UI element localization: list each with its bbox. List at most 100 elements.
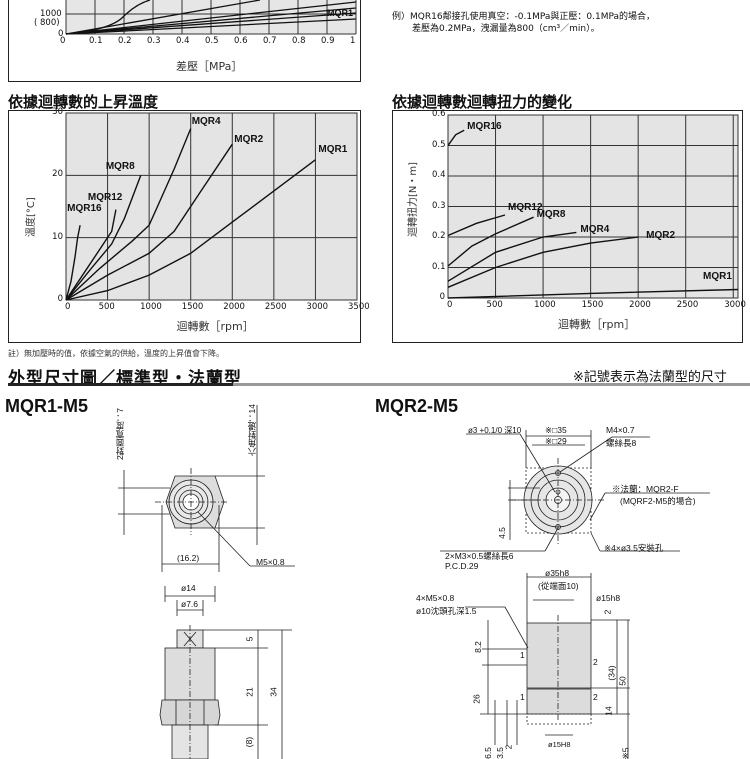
mqr2-dim-14: 14 xyxy=(603,706,614,716)
mqr2-dim-5: ※5 xyxy=(620,747,631,759)
temp-y-tick: 30 xyxy=(52,107,63,117)
leak-x-tick: 0.3 xyxy=(147,36,161,46)
mqr2-d15H8: ø15H8 xyxy=(548,740,571,749)
leak-series-curve xyxy=(65,0,151,35)
temp-y-tick: 0 xyxy=(57,294,63,304)
section-rule xyxy=(8,383,233,386)
mqr2-dim-6-5: 6.5 xyxy=(482,747,493,759)
leak-x-tick: 0.5 xyxy=(205,36,219,46)
leak-x-tick: 0.9 xyxy=(321,36,335,46)
mqr2-sq35: ※□35 xyxy=(545,425,567,435)
leak-x-tick: 0.8 xyxy=(292,36,306,46)
temp-label-mqr12: MQR12 xyxy=(87,191,123,203)
mqr2-dim-2d: 2 xyxy=(593,692,598,702)
torque-series-mqr1 xyxy=(447,288,739,299)
torque-y-tick: 0.1 xyxy=(432,261,446,272)
temp-x-tick: 2000 xyxy=(223,302,245,312)
mqr1-model-title: MQR1-M5 xyxy=(5,396,89,416)
temp-y-tick: 10 xyxy=(52,231,63,242)
torque-label-mqr4: MQR4 xyxy=(580,224,610,236)
leak-series-line xyxy=(65,1,357,35)
mqr2-dim-50: 50 xyxy=(617,676,628,686)
mqr2-dim-1a: 1 xyxy=(520,650,525,660)
leak-chart-frame xyxy=(8,0,361,82)
leak-x-label: 差壓［MPa］ xyxy=(176,60,243,73)
temp-x-tick: 3000 xyxy=(306,302,329,312)
mqr2-m5: 4×M5×0.8 xyxy=(416,593,455,603)
mqr2-hole: ø3 +0.1/0 深10 xyxy=(468,426,522,435)
temp-x-tick: 3500 xyxy=(348,302,370,312)
temp-series-mqr12 xyxy=(65,209,117,301)
torque-label-mqr2: MQR2 xyxy=(646,230,676,241)
torque-y-tick: 0 xyxy=(439,292,445,302)
mqr2-counterbore: ø10沈頭孔深1.5 xyxy=(416,606,477,616)
mqr1-dim-d14: ø14 xyxy=(181,583,196,593)
torque-label-mqr16: MQR16 xyxy=(467,121,502,133)
temp-plot-bg xyxy=(66,113,357,300)
example-note-line2: 差壓為0.2MPa，洩漏量為800（cm³／min）。 xyxy=(412,24,600,34)
torque-y-tick: 0.2 xyxy=(432,231,446,241)
torque-x-tick: 2000 xyxy=(629,300,651,310)
mqr2-dim-2c: 2 xyxy=(593,657,598,667)
temp-x-label: 迴轉數［rpm］ xyxy=(176,320,254,333)
torque-chart-title: 依據迴轉數迴轉扭力的變化 xyxy=(392,93,573,111)
mqr2-pcd: P.C.D.29 xyxy=(445,561,479,571)
section-note: ※記號表示為法蘭型的尺寸 xyxy=(573,370,727,385)
torque-y-tick: 0.6 xyxy=(432,109,446,119)
torque-chart-frame xyxy=(392,110,743,343)
torque-label-mqr1: MQR1 xyxy=(703,271,732,283)
leak-label-mqr1: MQR1 xyxy=(327,8,354,18)
section-rule-gray xyxy=(233,383,750,386)
temp-label-mqr1: MQR1 xyxy=(318,143,348,155)
mqr2-sq29: ※□29 xyxy=(545,436,567,446)
mqr2-dim-26: 26 xyxy=(471,694,482,704)
mqr2-d35h8: ø35h8 xyxy=(545,568,570,578)
mqr2-dim-2-bottom: 2 xyxy=(503,744,514,750)
torque-x-tick: 500 xyxy=(486,300,503,310)
torque-y-tick: 0.4 xyxy=(432,170,446,180)
leak-y-tick-800: ( 800) xyxy=(34,18,60,28)
mqr2-from-end: (從端面10) xyxy=(538,581,579,591)
mqr2-m4-length: 螺絲長8 xyxy=(606,438,637,448)
torque-series-mqr16 xyxy=(447,129,465,146)
mqr1-dim-d7-6: ø7.6 xyxy=(181,599,199,609)
mqr2-dim-1b: 1 xyxy=(520,692,525,702)
torque-x-tick: 3000 xyxy=(724,300,746,310)
temp-x-tick: 2500 xyxy=(264,302,287,312)
torque-series-mqr12 xyxy=(447,214,506,237)
leak-x-tick: 0.7 xyxy=(263,36,277,46)
leak-y-tick-1000: 1000 xyxy=(40,9,62,19)
torque-series-mqr4 xyxy=(447,231,577,282)
temp-x-tick: 1500 xyxy=(181,302,204,312)
temp-note: 註）無加壓時的值，依據空氣的供給，溫度的上昇值會下降。 xyxy=(8,349,224,358)
mqr2-flange: ※法蘭：MQR2-F xyxy=(612,484,679,494)
mqr2-model-title: MQR2-M5 xyxy=(375,396,459,416)
temp-x-tick: 500 xyxy=(98,302,115,312)
temp-label-mqr2: MQR2 xyxy=(234,134,264,146)
leak-chart-plot xyxy=(65,0,357,35)
mqr2-flange-case: (MQRF2-M5的場合) xyxy=(620,496,696,506)
temp-series-mqr8 xyxy=(65,175,142,301)
mqr2-dim-8-2: 8.2 xyxy=(472,641,483,653)
mqr2-dim-34: (34) xyxy=(606,665,617,681)
torque-x-tick: 0 xyxy=(447,300,453,310)
leak-x-tick: 0.1 xyxy=(89,36,103,46)
torque-y-tick: 0.5 xyxy=(432,139,446,150)
temp-series-mqr16 xyxy=(65,225,81,301)
temp-chart-frame xyxy=(8,110,361,343)
mqr2-d15h8: ø15h8 xyxy=(596,593,621,603)
torque-label-mqr8: MQR8 xyxy=(536,209,566,221)
leak-x-tick: 1 xyxy=(350,36,356,46)
mqr2-m4: M4×0.7 xyxy=(606,425,635,435)
torque-label-mqr12: MQR12 xyxy=(508,202,543,214)
example-note-line1: 例）MQR16鄰接孔使用真空：-0.1MPa與正壓：0.1MPa的場合， xyxy=(392,12,656,22)
leak-x-tick: 0.2 xyxy=(118,36,132,46)
temp-label-mqr16: MQR16 xyxy=(67,203,102,215)
temp-y-tick: 20 xyxy=(52,169,63,180)
mqr1-thread-m5: M5×0.8 xyxy=(256,557,285,567)
temp-x-tick: 1000 xyxy=(140,302,162,312)
mqr2-m3: 2×M3×0.5螺絲長6 xyxy=(445,551,514,561)
